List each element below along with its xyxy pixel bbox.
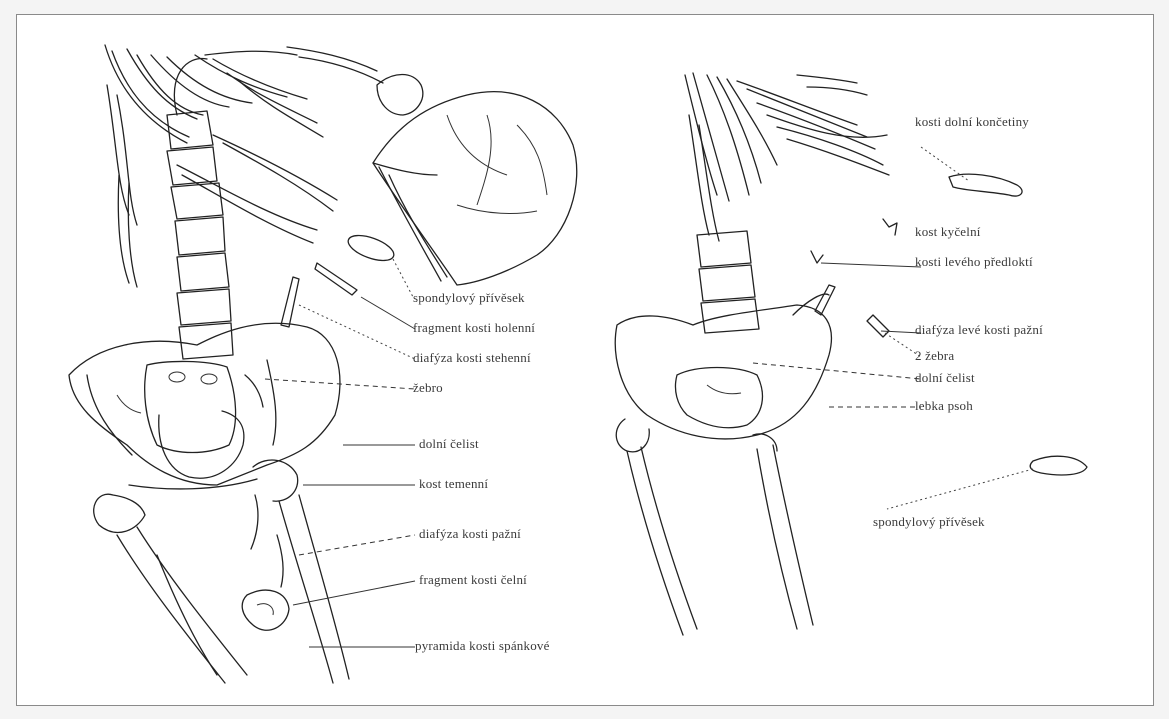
label-fragment-kosti-holenni: fragment kosti holenní — [413, 321, 535, 334]
label-pyramida-kosti-spankove: pyramida kosti spánkové — [415, 639, 550, 652]
label-kosti-leveho-predlokti: kosti levého předloktí — [915, 255, 1033, 268]
label-kost-temenni: kost temenní — [419, 477, 488, 490]
label-zebro: žebro — [413, 381, 443, 394]
right-pelvis — [615, 285, 835, 439]
left-ribs — [105, 45, 383, 287]
left-skull — [373, 75, 577, 286]
label-dolni-celist-left: dolní čelist — [419, 437, 479, 450]
label-kost-kycelni: kost kyčelní — [915, 225, 981, 238]
label-lebka-psoh: lebka psoh — [915, 399, 973, 412]
label-diafyza-kosti-pazni: diafýza kosti pažní — [419, 527, 521, 540]
figure-frame: spondylový přívěsek fragment kosti holen… — [16, 14, 1154, 706]
label-diafyza-kosti-stehenni: diafýza kosti stehenní — [413, 351, 531, 364]
label-2-zebra: 2 žebra — [915, 349, 954, 362]
right-spine — [697, 231, 759, 333]
label-spondylovy-privesek-left: spondylový přívěsek — [413, 291, 525, 304]
left-femurs — [94, 460, 349, 683]
label-dolni-celist-right: dolní čelist — [915, 371, 975, 384]
label-diafyza-leve-kosti-pazni: diafýza levé kosti pažní — [915, 323, 1043, 336]
right-femurs — [616, 419, 813, 635]
label-fragment-kosti-celni: fragment kosti čelní — [419, 573, 527, 586]
label-spondylovy-privesek-right: spondylový přívěsek — [873, 515, 985, 528]
label-kosti-dolni-koncetiny: kosti dolní končetiny — [915, 115, 1029, 128]
left-pelvis — [69, 323, 340, 489]
left-leader-lines — [265, 259, 415, 647]
right-ribs — [685, 73, 889, 241]
